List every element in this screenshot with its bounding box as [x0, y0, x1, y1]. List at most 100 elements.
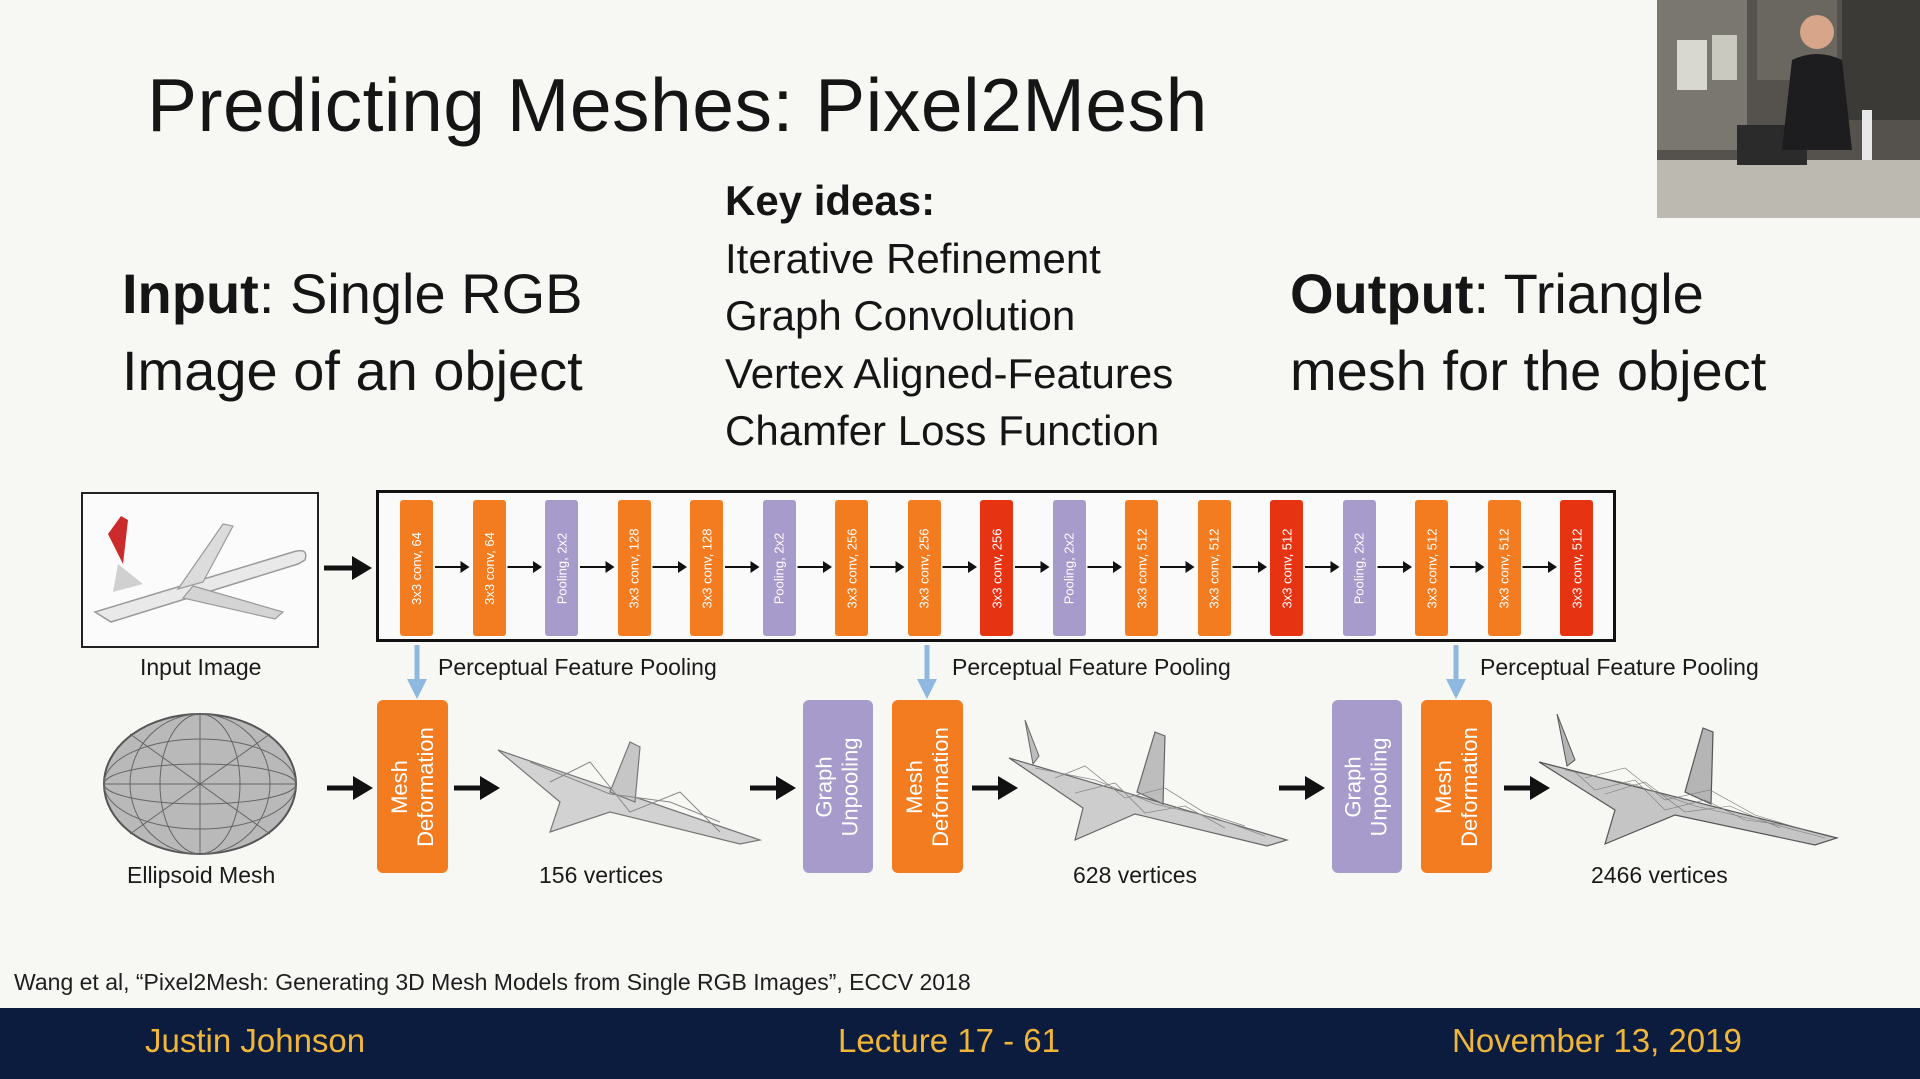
arrow-icon	[750, 776, 796, 800]
layer-label: 3x3 conv, 512	[1206, 528, 1222, 608]
webcam-video	[1657, 0, 1920, 218]
layer-arrow-icon	[652, 561, 687, 573]
conv-layer: 3x3 conv, 512	[1415, 500, 1448, 636]
layer-label: 3x3 conv, 128	[626, 528, 642, 608]
key-ideas-heading: Key ideas:	[725, 177, 936, 224]
input-image	[81, 492, 319, 648]
presenter-image	[1657, 0, 1920, 218]
arrow-icon	[1504, 776, 1550, 800]
pooling-arrow-icon	[1446, 645, 1466, 699]
footer-author: Justin Johnson	[145, 1022, 366, 1059]
key-idea-item: Graph Convolution	[725, 292, 1076, 339]
footer-lecture: Lecture 17 - 61	[838, 1022, 1060, 1059]
input-image-label: Input Image	[140, 654, 262, 680]
layer-label: 3x3 conv, 256	[989, 528, 1005, 608]
layer-label: 3x3 conv, 64	[481, 531, 497, 605]
arrow-icon	[324, 556, 372, 580]
layer-arrow-icon	[1377, 561, 1412, 573]
vertices-label: 2466 vertices	[1591, 862, 1728, 888]
layer-label: 3x3 conv, 512	[1569, 528, 1585, 608]
layer-label: 3x3 conv, 512	[1279, 528, 1295, 608]
layer-label: 3x3 conv, 128	[699, 528, 715, 608]
layer-label: 3x3 conv, 512	[1496, 528, 1512, 608]
layer-arrow-icon	[797, 561, 832, 573]
layer-arrow-icon	[870, 561, 905, 573]
input-text-2: Image of an object	[122, 339, 583, 402]
conv-layer: 3x3 conv, 64	[472, 500, 506, 636]
conv-layer: 3x3 conv, 512	[1560, 500, 1593, 636]
layer-label: Pooling, 2x2	[1061, 532, 1077, 604]
pooling-layer: Pooling, 2x2	[545, 500, 578, 636]
vertices-label: 156 vertices	[539, 862, 664, 888]
layer-arrow-icon	[1015, 561, 1050, 573]
conv-layer: 3x3 conv, 256	[980, 500, 1013, 636]
input-description: Input: Single RGB Image of an object	[122, 255, 583, 409]
block-label: Unpooling	[1367, 736, 1393, 837]
pooling-layer: Pooling, 2x2	[762, 500, 796, 636]
pooling-label: Perceptual Feature Pooling	[1480, 654, 1759, 680]
ellipsoid-mesh-image	[103, 713, 297, 855]
slide-title: Predicting Meshes: Pixel2Mesh	[147, 63, 1208, 147]
layer-arrow-icon	[435, 561, 470, 573]
conv-layer: 3x3 conv, 512	[1270, 500, 1303, 636]
ellipsoid-label: Ellipsoid Mesh	[127, 862, 276, 888]
layer-arrow-icon	[1522, 561, 1557, 573]
pooling-label: Perceptual Feature Pooling	[952, 654, 1231, 680]
pooling-label: Perceptual Feature Pooling	[438, 654, 717, 680]
output-text-1: : Triangle	[1473, 262, 1704, 325]
pooling-arrow-icon	[917, 645, 937, 699]
pooling-layer: Pooling, 2x2	[1342, 500, 1376, 636]
conv-layer: 3x3 conv, 512	[1125, 500, 1158, 636]
block-label: Mesh	[901, 759, 927, 814]
layer-arrow-icon	[942, 561, 977, 573]
layer-arrow-icon	[507, 561, 542, 573]
layer-label: 3x3 conv, 512	[1424, 528, 1440, 608]
layer-label: 3x3 conv, 256	[844, 528, 860, 608]
key-idea-item: Chamfer Loss Function	[725, 407, 1160, 454]
key-idea-item: Vertex Aligned-Features	[725, 349, 1174, 397]
block-label: Deformation	[927, 726, 953, 847]
conv-layer: 3x3 conv, 256	[907, 500, 941, 636]
layer-label: Pooling, 2x2	[554, 532, 569, 604]
block-label: Graph	[812, 755, 838, 818]
conv-layer: 3x3 conv, 128	[690, 500, 723, 636]
layer-arrow-icon	[1160, 561, 1195, 573]
layer-arrow-icon	[1305, 561, 1340, 573]
mesh-2466-image	[1538, 713, 1840, 846]
block-label: Graph	[1341, 755, 1367, 818]
input-heading: Input	[122, 262, 259, 325]
footer-date: November 13, 2019	[1452, 1022, 1742, 1059]
conv-layer: 3x3 conv, 256	[835, 500, 868, 636]
layer-arrow-icon	[1450, 561, 1485, 573]
layer-label: 3x3 conv, 512	[1134, 528, 1150, 608]
output-description: Output: Triangle mesh for the object	[1290, 255, 1766, 409]
conv-layer: 3x3 conv, 64	[400, 500, 433, 636]
arrow-icon	[327, 776, 373, 800]
footer-bar	[0, 1008, 1920, 1079]
layer-label: 3x3 conv, 64	[409, 531, 425, 605]
mesh-628-image	[1008, 719, 1290, 847]
arrow-icon	[454, 776, 500, 800]
block-label: Mesh	[386, 759, 412, 814]
arrow-icon	[972, 776, 1018, 800]
input-text-1: : Single RGB	[258, 262, 583, 325]
pooling-layer: Pooling, 2x2	[1052, 500, 1086, 636]
block-label: Mesh	[1430, 759, 1456, 814]
mesh-156-image	[497, 741, 763, 845]
block-label: Deformation	[1456, 726, 1482, 847]
conv-layer: 3x3 conv, 128	[617, 500, 651, 636]
output-heading: Output	[1290, 262, 1474, 325]
vertices-label: 628 vertices	[1073, 862, 1198, 888]
key-idea-item: Iterative Refinement	[725, 234, 1101, 282]
layer-label: Pooling, 2x2	[771, 532, 787, 604]
layer-arrow-icon	[580, 561, 615, 573]
output-text-2: mesh for the object	[1290, 339, 1767, 402]
citation: Wang et al, “Pixel2Mesh: Generating 3D M…	[14, 969, 971, 995]
layer-arrow-icon	[1232, 561, 1267, 573]
conv-layer: 3x3 conv, 512	[1197, 500, 1231, 636]
